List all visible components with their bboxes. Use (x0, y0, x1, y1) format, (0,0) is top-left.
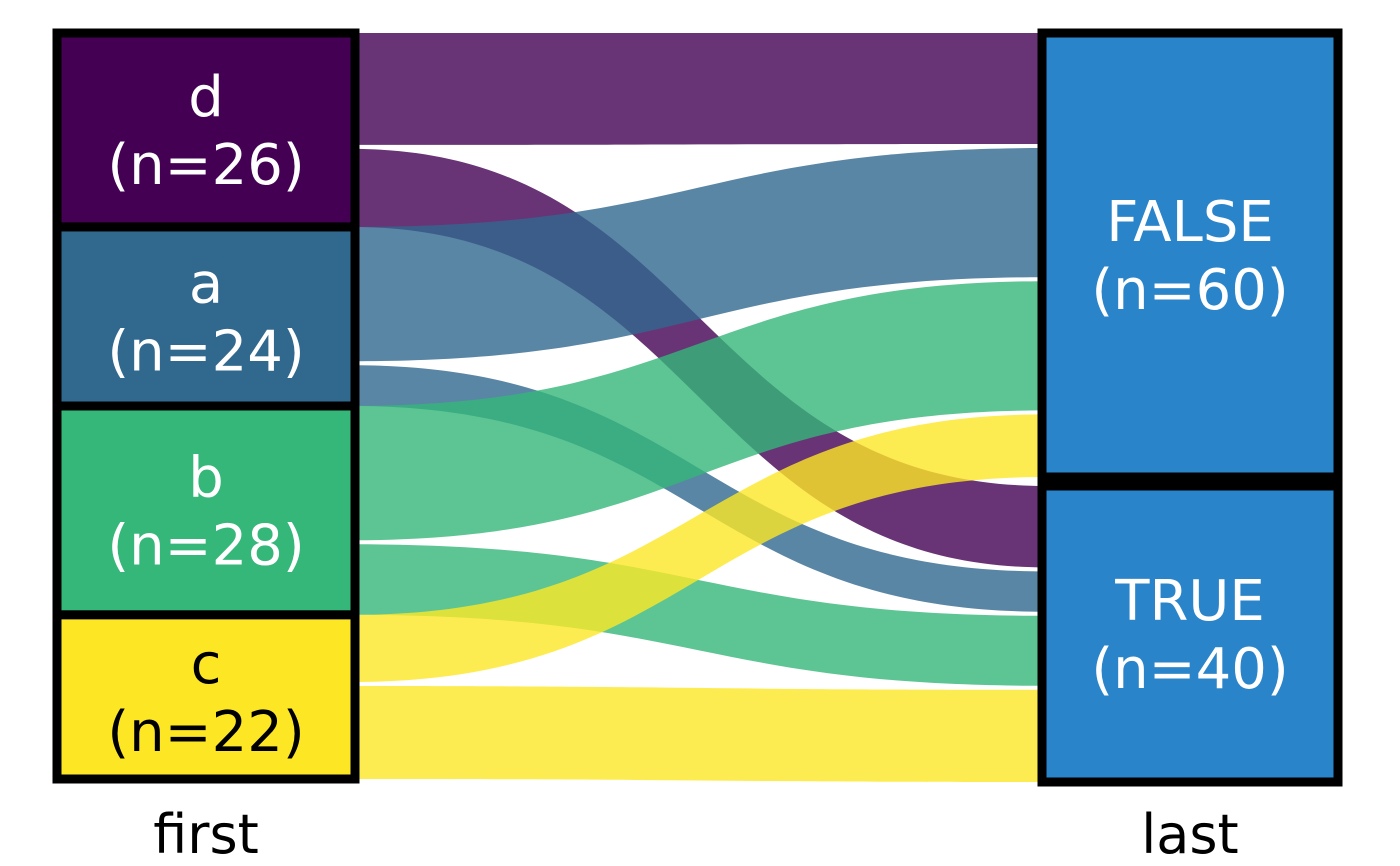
axis-label-last: last (1141, 803, 1238, 866)
flows-layer (352, 33, 1046, 782)
node-c-label: c(n=22) (107, 632, 304, 765)
node-b (52, 401, 360, 620)
labels-layer: d(n=26) a(n=24) b(n=28) c(n=22) FALSE(n=… (107, 65, 1288, 866)
node-a (52, 222, 360, 411)
axis-label-first: first (153, 803, 259, 866)
node-c (52, 610, 360, 784)
node-true (1037, 481, 1343, 787)
nodes-layer (52, 28, 1343, 787)
flow-b-TRUE (352, 544, 1046, 686)
node-false (1037, 28, 1343, 482)
node-d-label: d(n=26) (107, 65, 304, 198)
node-true-label: TRUE(n=40) (1091, 569, 1288, 702)
node-b-label: b(n=28) (107, 445, 304, 578)
flow-d-FALSE (352, 33, 1046, 145)
flow-c-FALSE (352, 414, 1046, 683)
node-false-label: FALSE(n=60) (1091, 190, 1288, 323)
flow-a-FALSE (352, 148, 1046, 362)
flow-b-FALSE (352, 281, 1046, 541)
node-a-label: a(n=24) (107, 251, 304, 384)
flow-c-TRUE (352, 686, 1046, 782)
